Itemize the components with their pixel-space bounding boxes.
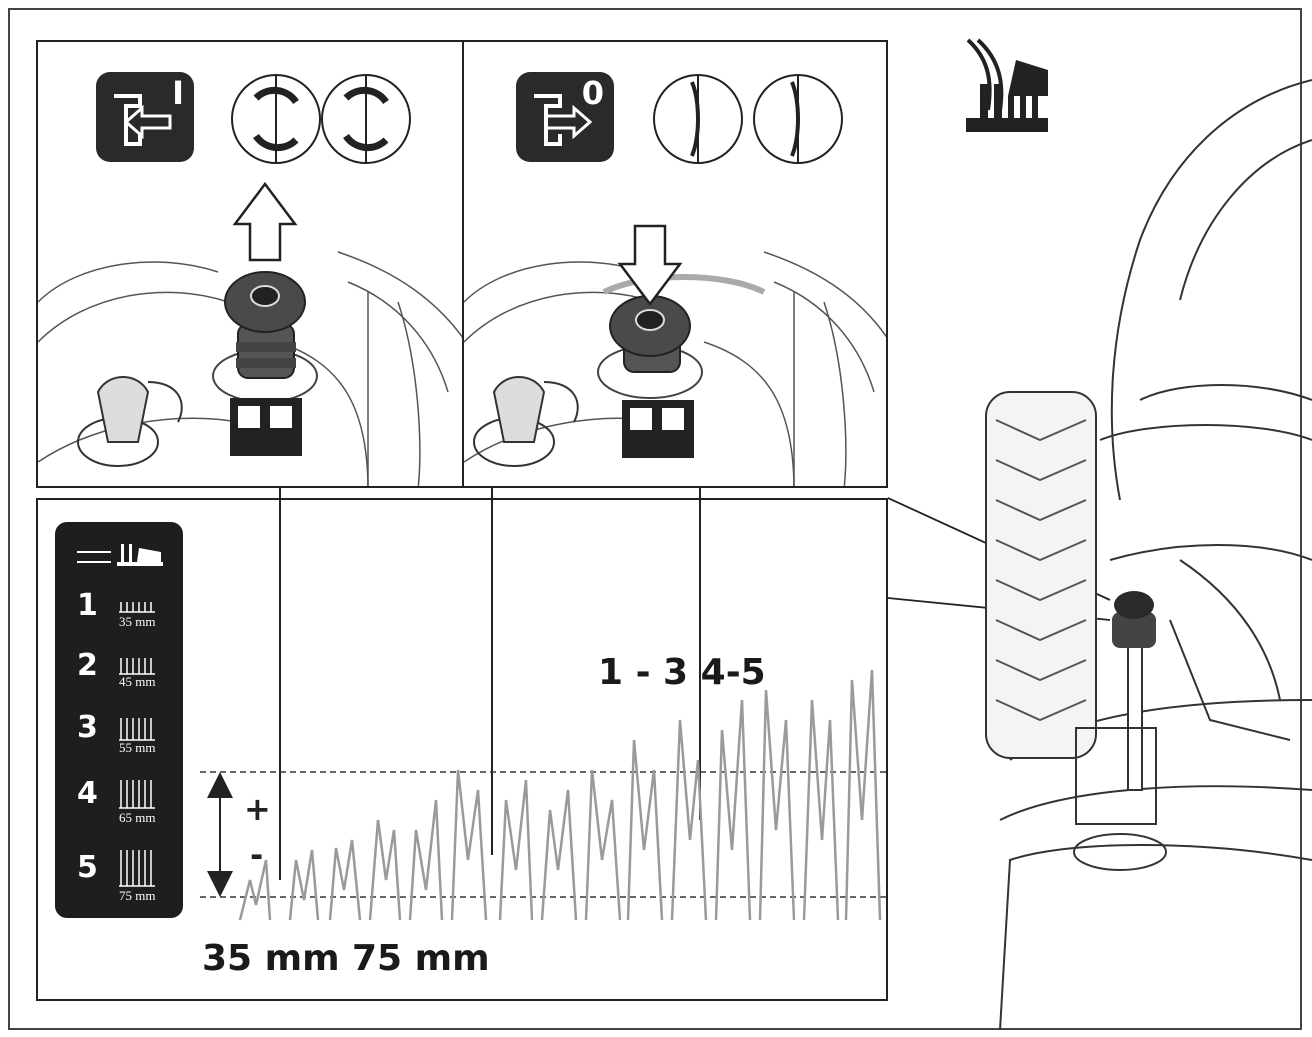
arrow-out-icon: I [96, 72, 194, 162]
grass-height-icon [119, 780, 155, 809]
legend-item-number: 2 [77, 648, 98, 683]
legend-item-number: 5 [77, 850, 98, 885]
arrow-in-icon: 0 [516, 72, 614, 162]
legend-header-icon [77, 544, 163, 566]
legend-item-mm: 65 mm [119, 810, 156, 825]
height-minus-label: - [250, 836, 264, 874]
grass-height-icon [119, 850, 155, 887]
legend-item: 1 35 mm [55, 584, 183, 644]
legend-item-number: 4 [77, 776, 98, 811]
legend-item-number: 1 [77, 588, 98, 623]
blade-knob-pushed [597, 295, 703, 399]
legend-item: 5 75 mm [55, 846, 183, 906]
down-arrow-icon [617, 224, 683, 307]
grass-cutting-icon [966, 38, 1048, 132]
blade-knob [212, 271, 318, 403]
engage-label: I [172, 74, 184, 112]
legend-item-mm: 35 mm [119, 614, 156, 629]
height-plus-label: + [244, 790, 271, 828]
page-frame [8, 8, 1302, 1030]
disengage-illustration [464, 74, 886, 486]
rotating-blades-icon [231, 74, 411, 164]
height-adjust-arrow [207, 772, 233, 897]
grass-height-icon [119, 602, 155, 613]
legend-item-mm: 45 mm [119, 674, 156, 689]
legend-item-number: 3 [77, 710, 98, 745]
engage-illustration [38, 74, 462, 486]
height-lever [1073, 591, 1167, 871]
legend-item: 2 45 mm [55, 644, 183, 704]
grass-height-icon [119, 718, 155, 741]
panel-disengage-blades: 0 [462, 40, 888, 488]
legend-item: 4 65 mm [55, 772, 183, 832]
up-arrow-icon [232, 181, 298, 262]
disengage-label: 0 [581, 74, 604, 112]
max-height-label: 75 mm [352, 938, 490, 979]
panel-engage-blades: I [36, 40, 464, 488]
grass-height-icon [119, 658, 155, 675]
cutting-height-legend: 1 35 mm 2 45 mm 3 55 mm 4 65 mm 5 75 mm [55, 522, 183, 918]
grass-strands [238, 669, 882, 921]
tractor-wheel [985, 391, 1097, 759]
legend-item: 3 55 mm [55, 706, 183, 766]
tractor-outline [999, 79, 1312, 1031]
legend-item-mm: 55 mm [119, 740, 156, 755]
legend-item-mm: 75 mm [119, 888, 156, 903]
setting-range-label: 1 - 3 4-5 [598, 652, 766, 693]
min-height-label: 35 mm [202, 938, 340, 979]
stopped-blades-icon [653, 74, 843, 164]
